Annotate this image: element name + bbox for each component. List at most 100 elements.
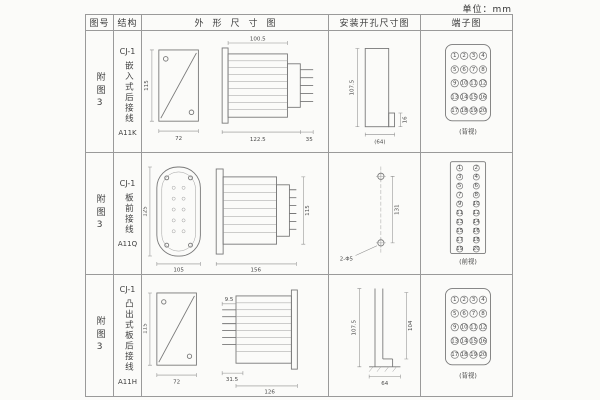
svg-text:9: 9 [453,81,457,87]
model-label: CJ-1 [119,179,136,188]
model-label: CJ-1 [119,46,136,56]
svg-text:11: 11 [470,81,477,87]
dim-pin-length: 9.5 [224,297,233,303]
svg-text:2: 2 [474,165,477,171]
table-row-a11h: 附图3 CJ-1 凸出式板后接线 A11H [85,274,513,397]
header-row: 图号 结构 外形尺寸图 安装开孔尺寸图 端子图 [85,14,513,31]
outline-drawing-a11h: 115 72 9.5 31.5 [143,289,298,395]
dim-side-length: 156 [250,267,261,273]
spec-table: 图号 结构 外形尺寸图 安装开孔尺寸图 端子图 附图3 CJ-1 嵌入式后接线 … [85,14,513,397]
code-label: A11K [118,128,137,137]
structure-label: 嵌入式后接线 [123,60,134,124]
svg-text:19: 19 [456,246,463,252]
figure-number: 附图3 [94,315,105,356]
dim-flange-height: 125 [143,206,148,217]
install-drawing-a11q: 131 2-Φ5 [339,166,400,262]
table-row-a11k: 附图3 CJ-1 嵌入式后接线 A11K [85,30,513,153]
install-drawing-a11k: 107.5 16 (64) [349,48,408,145]
svg-text:6: 6 [462,311,466,317]
svg-text:5: 5 [453,311,456,317]
svg-text:8: 8 [474,192,478,198]
terminal-caption: (背视) [459,371,477,380]
dim-side-overall: 122.5 [249,137,265,143]
svg-text:10: 10 [460,81,467,87]
svg-text:19: 19 [470,108,477,114]
svg-text:20: 20 [472,246,479,252]
figure-number: 附图3 [94,71,105,112]
svg-text:4: 4 [474,174,478,180]
svg-text:16: 16 [479,94,486,100]
svg-text:8: 8 [481,67,485,73]
dim-side-top: 100.5 [249,37,265,43]
figure-number: 附图3 [94,193,105,234]
header-structure: 结构 [113,14,142,31]
svg-text:20: 20 [479,352,486,358]
svg-text:3: 3 [457,174,461,180]
svg-text:13: 13 [451,94,458,100]
dim-flange-width: 105 [173,267,184,273]
structure-label: 板前接线 [123,193,134,235]
svg-text:2: 2 [462,53,465,59]
svg-text:7: 7 [471,67,475,73]
dim-foot-width: 64 [381,381,388,387]
terminal-caption: (背视) [459,127,477,136]
svg-text:19: 19 [470,352,477,358]
svg-text:14: 14 [460,94,467,100]
header-terminal: 端子图 [420,14,513,31]
svg-text:13: 13 [451,338,458,344]
svg-text:15: 15 [456,228,463,234]
svg-text:13: 13 [456,219,463,225]
svg-text:1: 1 [453,53,456,59]
dim-front-height: 115 [143,80,149,91]
svg-text:16: 16 [472,228,479,234]
svg-text:6: 6 [474,183,478,189]
svg-text:16: 16 [479,338,486,344]
header-install: 安装开孔尺寸图 [328,14,421,31]
svg-text:9: 9 [453,325,457,331]
svg-text:17: 17 [456,237,463,243]
outline-drawing-a11k: 115 72 100.5 [143,37,313,143]
header-outline: 外形尺寸图 [141,14,329,31]
dim-front-height: 115 [143,323,148,334]
dim-overall-length: 126 [264,389,275,395]
svg-text:4: 4 [481,53,485,59]
svg-text:10: 10 [460,325,467,331]
structure-label: 凸出式板后接线 [123,299,134,373]
svg-text:1: 1 [457,165,460,171]
svg-text:5: 5 [453,67,456,73]
svg-text:12: 12 [479,81,486,87]
svg-text:17: 17 [451,352,458,358]
svg-text:3: 3 [471,297,475,303]
dim-side-height: 115 [305,205,311,216]
svg-text:18: 18 [472,237,479,243]
svg-text:14: 14 [472,219,479,225]
dim-side-depth: 35 [305,137,313,143]
dim-hole-span: 131 [394,204,400,214]
table-row-a11q: 附图3 CJ-1 板前接线 A11Q [85,152,513,275]
svg-text:4: 4 [481,297,485,303]
svg-text:15: 15 [470,94,477,100]
svg-text:8: 8 [481,311,485,317]
svg-text:7: 7 [471,311,475,317]
code-label: A11H [118,377,137,386]
code-label: A11Q [117,240,138,248]
header-fig: 图号 [85,14,114,31]
dim-front-width: 72 [173,379,180,385]
dim-notch: 16 [402,116,408,123]
dim-step: 31.5 [225,377,238,383]
svg-text:18: 18 [460,108,467,114]
svg-text:15: 15 [470,338,477,344]
dim-inner-height: 104 [408,320,414,331]
svg-text:18: 18 [460,352,467,358]
outline-drawing-a11q: 125 105 156 [143,166,311,273]
svg-text:11: 11 [456,210,463,216]
svg-text:20: 20 [479,108,486,114]
svg-text:3: 3 [471,53,475,59]
unit-label: 单位：mm [462,5,512,15]
svg-text:12: 12 [479,325,486,331]
